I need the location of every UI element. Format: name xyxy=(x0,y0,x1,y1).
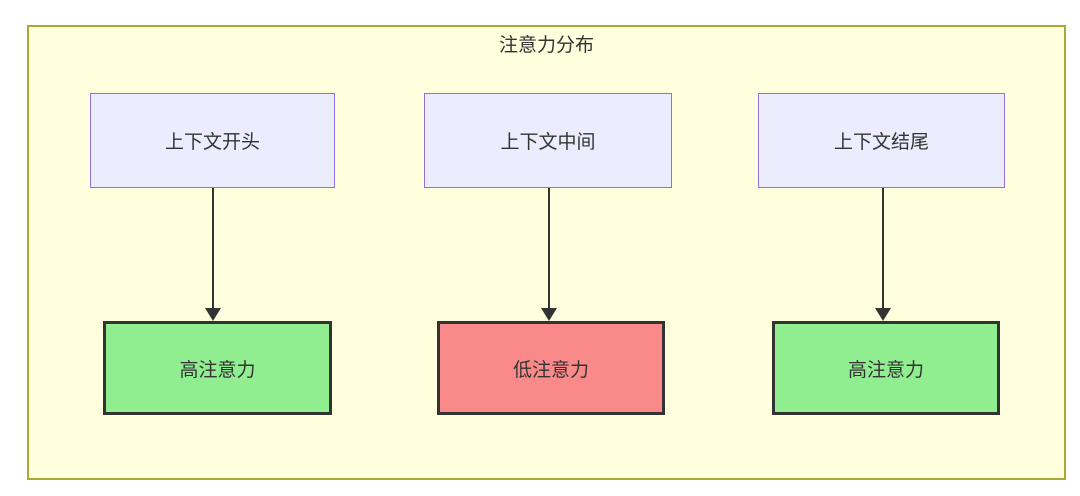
arrow-down-icon xyxy=(875,188,891,321)
arrow-down-icon xyxy=(541,188,557,321)
node-low-attention: 低注意力 xyxy=(437,321,665,415)
node-label: 高注意力 xyxy=(847,359,924,381)
arrowhead-icon xyxy=(205,308,221,321)
node-context-beginning: 上下文开头 xyxy=(90,93,335,188)
node-label: 上下文结尾 xyxy=(833,132,929,153)
node-label: 上下文开头 xyxy=(164,132,260,153)
node-high-attention-right: 高注意力 xyxy=(772,321,1000,415)
arrow-down-icon xyxy=(205,188,221,321)
arrow-shaft xyxy=(882,188,884,308)
node-context-middle: 上下文中间 xyxy=(424,93,672,188)
arrowhead-icon xyxy=(541,308,557,321)
arrow-shaft xyxy=(212,188,214,308)
node-high-attention-left: 高注意力 xyxy=(103,321,332,415)
node-label: 上下文中间 xyxy=(500,132,596,153)
arrow-shaft xyxy=(548,188,550,308)
arrowhead-icon xyxy=(875,308,891,321)
node-context-end: 上下文结尾 xyxy=(758,93,1005,188)
node-label: 高注意力 xyxy=(179,359,256,381)
diagram-title: 注意力分布 xyxy=(498,35,594,56)
node-label: 低注意力 xyxy=(512,359,589,381)
